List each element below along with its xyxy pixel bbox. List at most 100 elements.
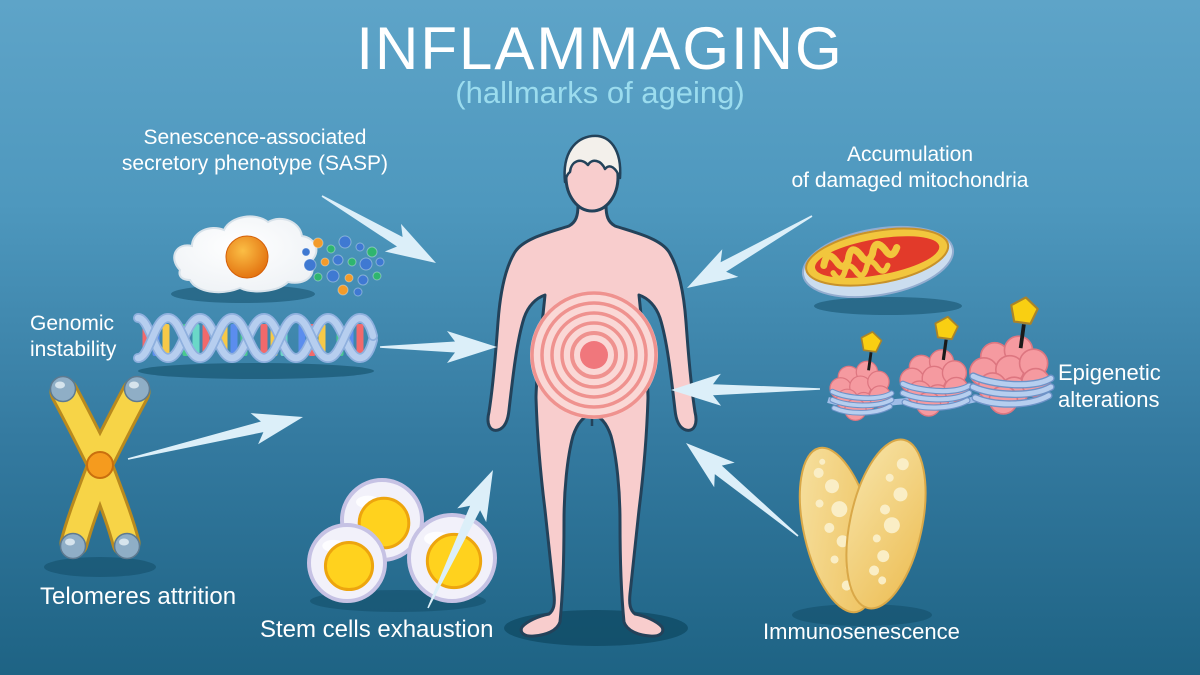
chromosome-shadow — [44, 557, 156, 577]
thymus-spot — [869, 565, 880, 576]
sasp-particle — [372, 271, 382, 281]
sasp-particle — [366, 246, 378, 258]
sasp-particle — [375, 257, 385, 267]
sasp-particle — [326, 269, 340, 283]
nucleosome — [829, 331, 895, 421]
label-genomic-instability: Genomic instability — [30, 311, 116, 362]
thymus-spot — [872, 534, 881, 543]
thymus-shadow — [792, 604, 932, 626]
label-sasp-line2: secretory phenotype (SASP) — [121, 151, 389, 175]
thymus-spot — [824, 479, 839, 494]
label-genomic-line1: Genomic — [30, 312, 115, 335]
thymus-spot — [896, 458, 909, 471]
nucleosome — [969, 296, 1055, 415]
label-epigenetic-line1: Epigenetic — [1058, 360, 1161, 385]
dna-wrap — [902, 398, 970, 410]
page-subtitle: (hallmarks of ageing) — [455, 75, 745, 110]
label-mitochondria: Accumulation of damaged mitochondria — [715, 142, 1105, 193]
thymus-spot — [831, 501, 848, 518]
label-sasp: Senescence-associated secretory phenotyp… — [60, 125, 450, 176]
nucleosome-icon — [829, 296, 1055, 421]
dna-wrap — [970, 373, 1054, 388]
thymus-spot — [836, 535, 849, 548]
methyl-flag — [860, 331, 883, 353]
label-mitochondria-line2: of damaged mitochondria — [791, 168, 1029, 192]
label-epigenetic-line2: alterations — [1058, 386, 1160, 412]
dna-wrap — [900, 381, 972, 394]
thymus-spot — [824, 522, 835, 533]
label-sasp-line1: Senescence-associated — [143, 126, 367, 149]
label-genomic-line2: instability — [30, 337, 117, 361]
stem-cell-nucleus — [323, 540, 375, 592]
telomere-highlights — [55, 381, 139, 546]
sasp-particle — [303, 258, 317, 272]
inflammation-target — [530, 291, 658, 419]
stem-cells-icon — [307, 478, 497, 603]
thymus-spot — [877, 550, 890, 563]
sasp-particle — [355, 242, 365, 252]
dna-base-pair — [230, 324, 238, 356]
mitochondrion-icon — [801, 225, 955, 299]
methyl-stalk — [941, 339, 948, 361]
dna-wrap — [830, 397, 894, 408]
dna-base-pair — [356, 324, 364, 356]
thymus-icon — [798, 438, 927, 614]
thymus-spot — [893, 487, 908, 502]
thymus-spot — [813, 467, 824, 478]
dna-base-pair — [260, 324, 268, 356]
sasp-particles — [301, 235, 385, 297]
methyl-stalk — [867, 352, 873, 371]
label-stem-cells-exhaustion: Stem cells exhaustion — [260, 616, 494, 643]
stem-cell-nucleus — [425, 532, 483, 590]
sasp-particle — [344, 273, 354, 283]
dna-wrap — [900, 390, 972, 402]
thymus-spot — [830, 555, 839, 564]
centromere — [86, 451, 114, 479]
cell-nucleus — [225, 235, 269, 279]
sasp-particle — [313, 272, 323, 282]
arrows — [127, 195, 820, 609]
chromosome-icon — [49, 375, 151, 560]
sasp-particle — [332, 254, 344, 266]
dna-shadow — [138, 363, 374, 379]
sasp-particle — [301, 247, 311, 257]
label-immunosenescence: Immunosenescence — [763, 619, 960, 644]
dna-wrap — [970, 384, 1054, 397]
dna-strand-1 — [134, 314, 377, 362]
arrow-genomic — [380, 331, 497, 363]
label-telomeres-attrition: Telomeres attrition — [40, 583, 237, 610]
sasp-particle — [359, 257, 373, 271]
senescent-cell-icon — [173, 215, 385, 297]
cristae — [820, 240, 901, 282]
sasp-particle — [353, 287, 363, 297]
thymus-spot — [885, 473, 894, 482]
methyl-flag — [934, 315, 959, 341]
arrow-immuno — [686, 443, 799, 537]
target-center — [580, 341, 608, 369]
arrow-telomeres — [127, 413, 303, 460]
sasp-particle — [338, 235, 352, 249]
thymus-spots-right — [869, 458, 909, 585]
mitochondrion-shadow — [814, 297, 962, 315]
thymus-spot — [878, 576, 887, 585]
page-title: INFLAMMAGING — [356, 15, 844, 82]
sasp-particle — [326, 244, 336, 254]
dna-base-pair — [162, 324, 170, 356]
label-epigenetic-alterations: Epigenetic alterations — [1058, 360, 1161, 414]
methyl-flag — [1010, 296, 1039, 325]
dna-wrap — [830, 389, 894, 400]
thymus-spots-left — [813, 458, 860, 591]
arrow-mitochondria — [687, 215, 813, 288]
dna-helix-icon — [133, 312, 378, 364]
arrow-sasp — [321, 195, 436, 263]
sasp-particle — [347, 257, 357, 267]
thymus-spot — [815, 499, 824, 508]
arrow-epigenetic — [671, 373, 820, 406]
arrow-stem-cells — [427, 470, 493, 609]
dna-wrap — [972, 393, 1052, 407]
sasp-particle — [312, 237, 324, 249]
human-body-icon — [486, 134, 698, 638]
thymus-spot — [879, 504, 890, 515]
